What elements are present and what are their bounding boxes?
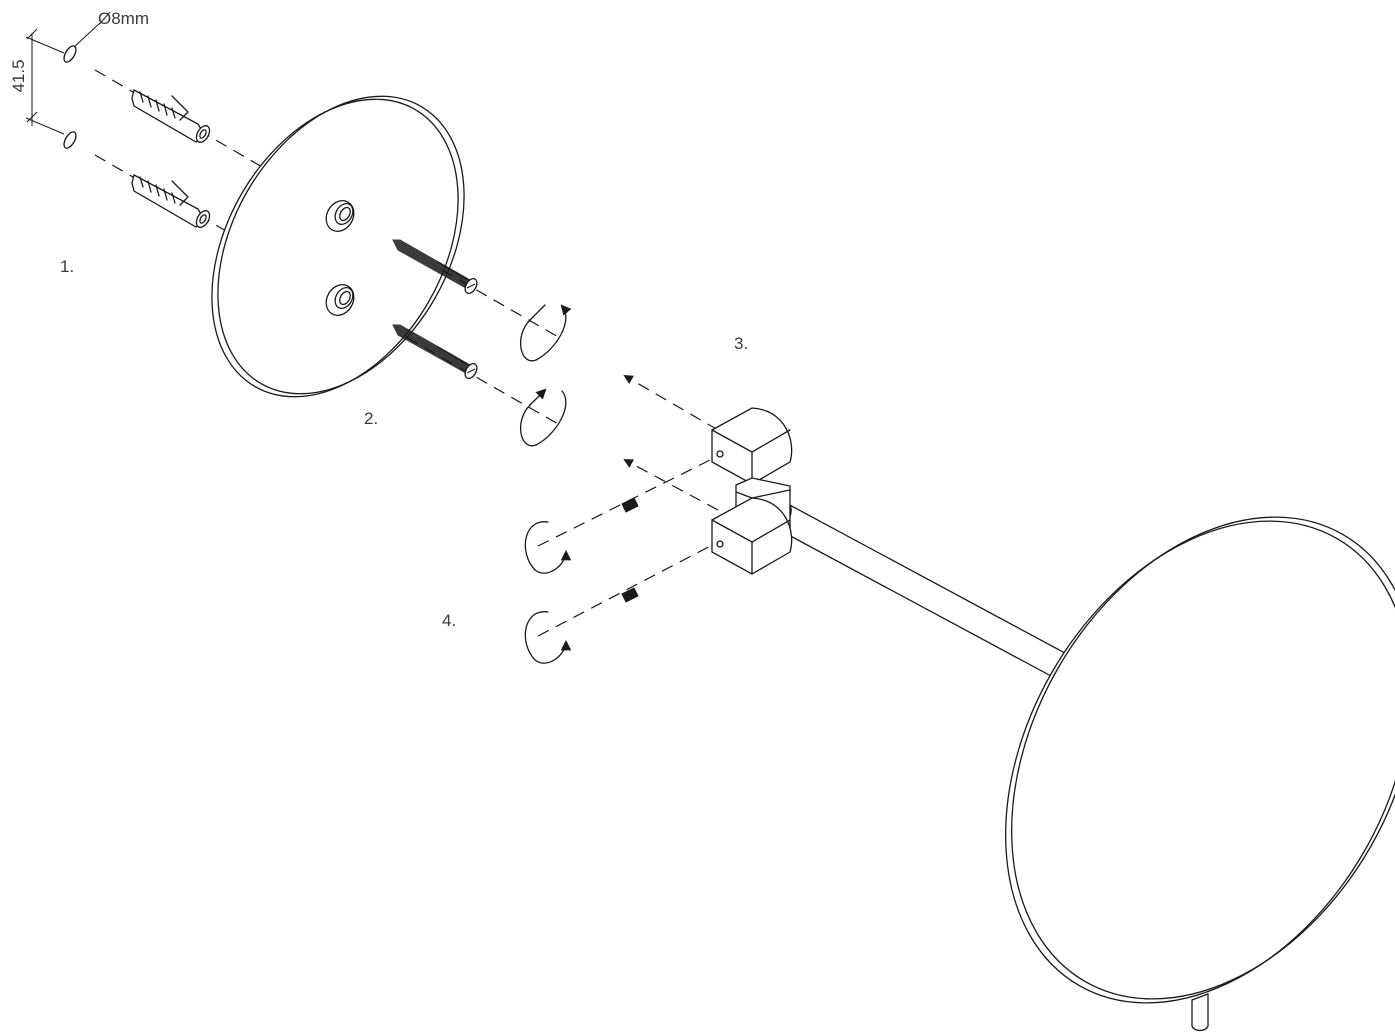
- screw-lower: [392, 324, 478, 380]
- step-1-label: 1.: [60, 257, 74, 276]
- hole-diameter-label: Ø8mm: [98, 9, 149, 28]
- mirror-head: [1005, 516, 1395, 1032]
- dimension-spacing: 41.5: [9, 28, 65, 135]
- step-2-label: 2.: [364, 409, 378, 428]
- wall-plate: [211, 95, 465, 398]
- rotation-arrow-screw-upper: [520, 304, 572, 362]
- wall-plug-lower: [131, 174, 211, 228]
- rotation-arrow-setscrew-upper: [524, 521, 572, 574]
- screw-upper: [392, 239, 478, 295]
- mounting-bracket: [711, 407, 793, 575]
- step-4-label: 4.: [442, 611, 456, 630]
- drill-holes: Ø8mm: [63, 9, 149, 149]
- rotation-arrow-setscrew-lower: [524, 611, 572, 664]
- plate-bushing-lower: [325, 284, 355, 316]
- plate-bushing-upper: [325, 200, 355, 232]
- set-screw-lower: [621, 587, 639, 603]
- wall-plug-upper: [131, 89, 211, 143]
- rotation-arrow-screw-lower: [520, 388, 567, 447]
- step-3-label: 3.: [734, 334, 748, 353]
- set-screw-upper: [621, 497, 639, 513]
- hole-spacing-label: 41.5: [9, 59, 28, 92]
